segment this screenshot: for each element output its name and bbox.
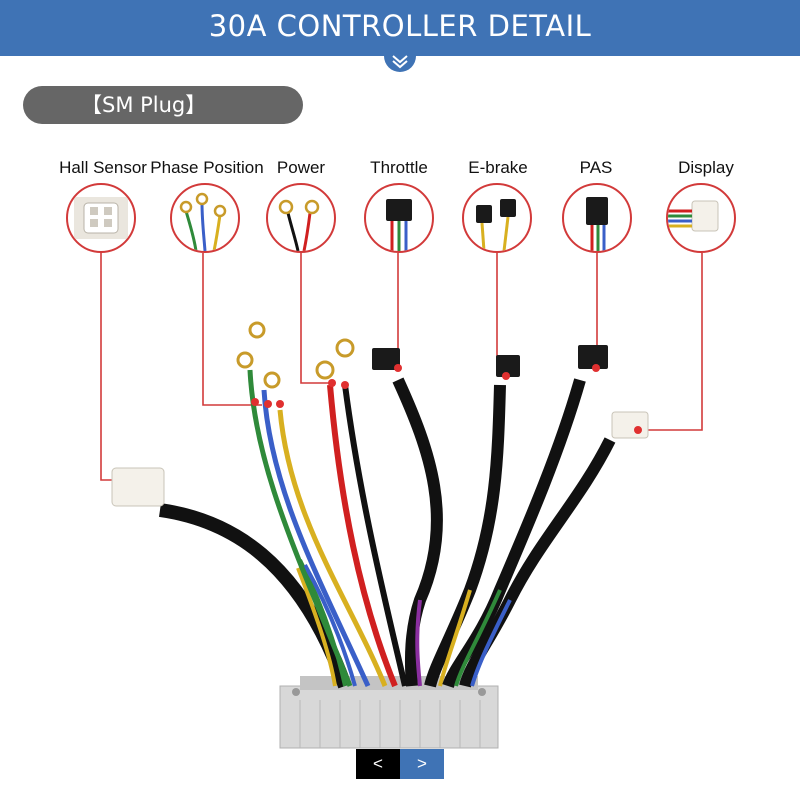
callout-e-brake: [462, 183, 532, 253]
label-power: Power: [276, 158, 326, 177]
banner-title: 30A CONTROLLER DETAIL: [208, 9, 592, 43]
label-phase-position: Phase Position: [150, 158, 264, 177]
chevron-down-icon: [384, 46, 416, 72]
label-hall-sensor: Hall Sensor: [59, 158, 147, 177]
callout-throttle: [364, 183, 434, 253]
prev-image-button[interactable]: <: [356, 749, 400, 779]
phase-terminals-icon: [179, 192, 227, 251]
label-display: Display: [678, 158, 734, 177]
controller-body: [279, 676, 499, 749]
callout-pas: [562, 183, 632, 253]
throttle-plug-icon: [386, 199, 412, 251]
callout-phase-position: [170, 183, 240, 253]
callout-hall-sensor: [66, 183, 136, 253]
section-label: 【SM Plug】: [23, 86, 303, 124]
hall-sensor-plug-icon: [74, 197, 128, 239]
label-pas: PAS: [579, 158, 613, 177]
next-image-button[interactable]: >: [400, 749, 444, 779]
power-terminals-icon: [278, 199, 320, 251]
pas-plug-icon: [586, 197, 608, 251]
callout-display: [666, 183, 736, 253]
section-label-text: 【SM Plug】: [81, 93, 207, 117]
callout-power: [266, 183, 336, 253]
label-e-brake: E-brake: [468, 158, 528, 177]
label-throttle: Throttle: [370, 158, 428, 177]
e-brake-plug-icon: [476, 199, 516, 251]
display-plug-icon: [668, 200, 719, 232]
